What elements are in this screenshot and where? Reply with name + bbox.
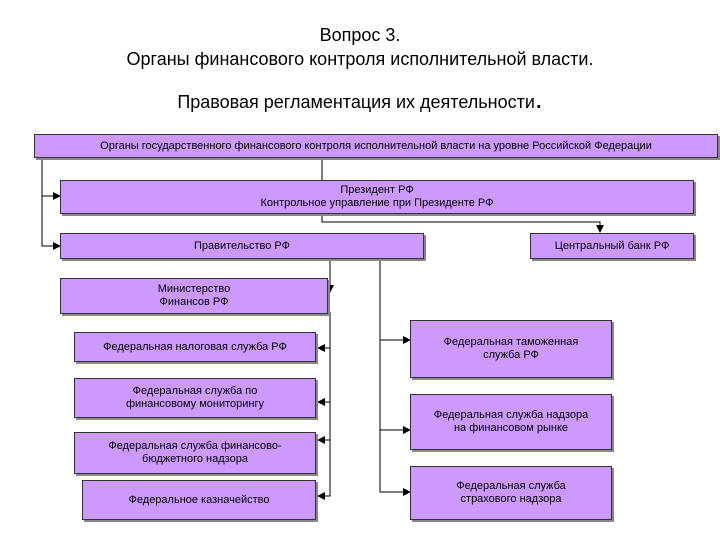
- question-title: Вопрос 3.: [319, 25, 401, 45]
- node-president-line2: Контрольное управление при Президенте РФ: [260, 197, 494, 209]
- connector-government-customs: [379, 258, 411, 344]
- node-insurance-line2: страхового надзора: [460, 493, 562, 505]
- node-ministry-finance: Министерство Финансов РФ: [60, 278, 328, 314]
- node-central-bank: Центральный банк РФ: [530, 233, 694, 259]
- node-fin-market-line1: Федеральная служба надзора: [433, 409, 589, 421]
- connector-ministry-tax: [317, 312, 331, 352]
- node-fin-market-line2: на финансовом рынке: [453, 422, 569, 434]
- connector-ministry-budget: [317, 402, 331, 444]
- node-treasury-text: Федеральное казначейство: [128, 493, 270, 506]
- node-president-line1: Президент РФ: [340, 184, 414, 196]
- node-tax-service: Федеральная налоговая служба РФ: [74, 332, 316, 362]
- node-government-text: Правительство РФ: [194, 239, 290, 252]
- subtitle-dot: .: [534, 83, 543, 114]
- node-insurance-supervision: Федеральная служба страхового надзора: [410, 466, 612, 520]
- node-fin-monitoring-line2: финансовому мониторингу: [125, 398, 265, 410]
- connector-ministry-monitoring: [317, 348, 331, 406]
- node-ministry-line1: Министерство: [157, 283, 231, 295]
- page-subtitle: Правовая регламентация их деятельности.: [0, 85, 720, 113]
- connector-government-insurance: [379, 430, 411, 496]
- subtitle-text: Правовая регламентация их деятельности: [177, 92, 535, 112]
- node-customs-line2: служба РФ: [483, 349, 539, 361]
- node-government: Правительство РФ: [60, 233, 424, 259]
- node-root-text: Органы государственного финансового конт…: [100, 139, 652, 152]
- node-financial-monitoring: Федеральная служба по финансовому монито…: [74, 378, 316, 418]
- node-customs-line1: Федеральная таможенная: [443, 336, 579, 348]
- node-treasury: Федеральное казначейство: [82, 480, 316, 520]
- node-insurance-line1: Федеральная служба: [456, 480, 566, 492]
- node-budget-line2: бюджетного надзора: [142, 453, 248, 465]
- node-budget-line1: Федеральная служба финансово-: [108, 440, 282, 452]
- connector-ministry-treasury: [317, 440, 331, 500]
- node-budget-supervision: Федеральная служба финансово- бюджетного…: [74, 432, 316, 474]
- node-tax-text: Федеральная налоговая служба РФ: [103, 340, 287, 353]
- node-central-bank-text: Центральный банк РФ: [554, 239, 670, 252]
- node-fin-monitoring-line1: Федеральная служба по: [132, 385, 258, 397]
- page-title: Органы финансового контроля исполнительн…: [126, 49, 594, 69]
- connector-government-finmarket: [379, 340, 411, 434]
- node-root-executive-bodies: Органы государственного финансового конт…: [34, 134, 718, 158]
- connector-root-president: [41, 157, 61, 200]
- connector-root-government: [41, 196, 61, 250]
- node-president: Президент РФ Контрольное управление при …: [60, 180, 694, 214]
- node-ministry-line2: Финансов РФ: [159, 296, 229, 308]
- node-customs-service: Федеральная таможенная служба РФ: [410, 320, 612, 378]
- node-financial-market-supervision: Федеральная служба надзора на финансовом…: [410, 394, 612, 450]
